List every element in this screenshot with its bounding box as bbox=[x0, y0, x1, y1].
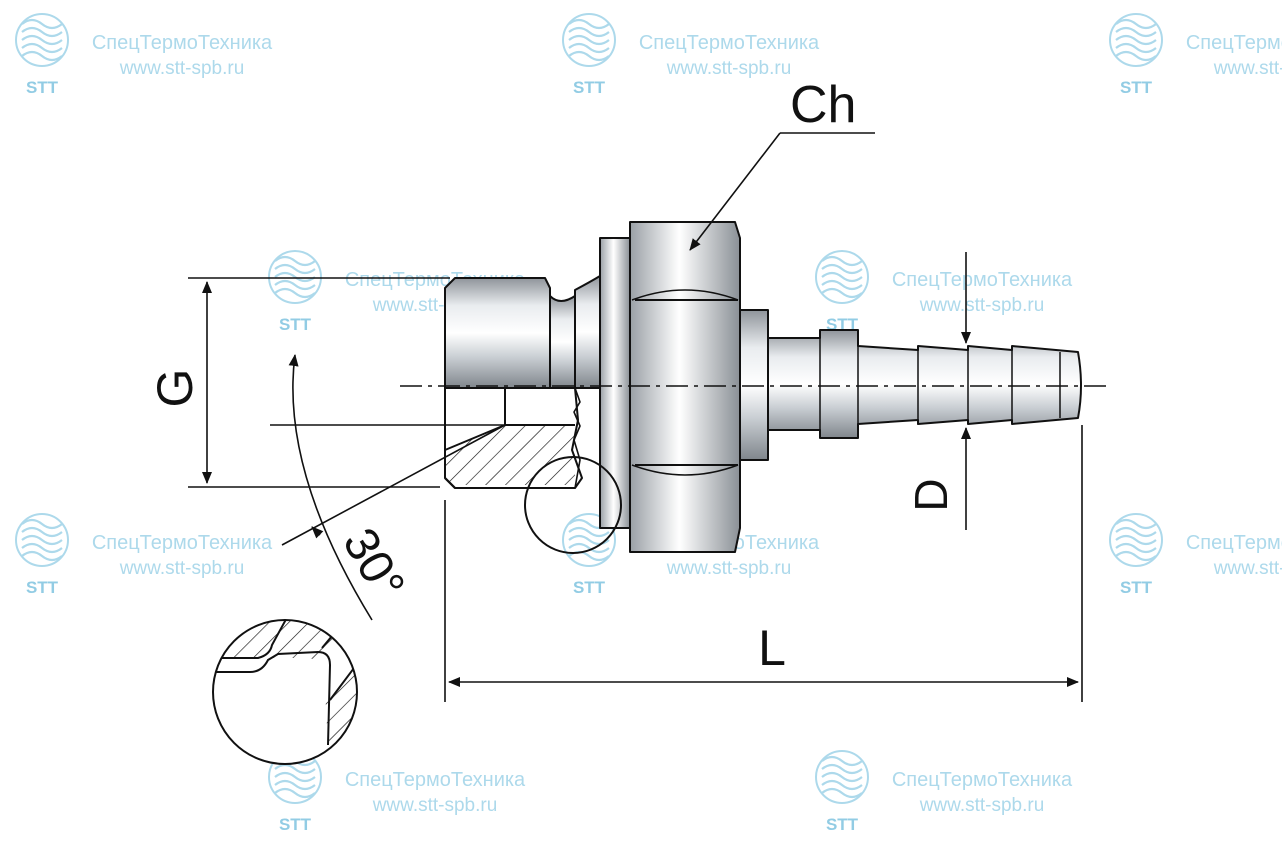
watermark-company: СпецТермоТехника bbox=[1186, 532, 1282, 554]
stt-logo-icon bbox=[1109, 13, 1163, 67]
watermark-group: STTСпецТермоТехникаwww.stt-spb.ruSTTСпец… bbox=[15, 13, 1282, 834]
watermark-url: www.stt-spb.ru bbox=[1213, 558, 1282, 579]
watermark-abbr: STT bbox=[26, 578, 59, 597]
watermark-url: www.stt-spb.ru bbox=[666, 58, 792, 79]
watermark-company: СпецТермоТехника bbox=[892, 269, 1073, 291]
watermark-tile: STT СпецТермоТехника www.stt-spb.ru bbox=[815, 750, 1073, 834]
fitting-body bbox=[444, 221, 1082, 553]
section-view bbox=[444, 387, 583, 489]
watermark-tile: STT СпецТермоТехника www.stt-spb.ru bbox=[15, 513, 273, 597]
watermark-abbr: STT bbox=[573, 78, 606, 97]
stt-logo-icon bbox=[815, 250, 869, 304]
dimension-l-label: L bbox=[758, 620, 786, 676]
dimension-angle-label: 30° bbox=[332, 520, 414, 609]
watermark-abbr: STT bbox=[26, 78, 59, 97]
stt-logo-icon bbox=[15, 13, 69, 67]
thread-nipple bbox=[444, 277, 551, 389]
dimension-ch-label: Ch bbox=[790, 76, 856, 134]
watermark-tile: STT СпецТермоТехника www.stt-spb.ru bbox=[268, 750, 526, 834]
groove bbox=[549, 295, 576, 389]
watermark-company: СпецТермоТехника bbox=[1186, 32, 1282, 54]
watermark-company: СпецТермоТехника bbox=[345, 769, 526, 791]
watermark-url: www.stt-spb.ru bbox=[372, 795, 498, 816]
stt-logo-icon bbox=[1109, 513, 1163, 567]
watermark-tile: STT СпецТермоТехника www.stt-spb.ru bbox=[15, 13, 273, 97]
watermark-abbr: STT bbox=[826, 815, 859, 834]
watermark-company: СпецТермоТехника bbox=[639, 32, 820, 54]
dimension-d-label: D bbox=[905, 478, 957, 511]
dimension-ch bbox=[689, 132, 875, 251]
dimension-g bbox=[188, 277, 450, 488]
watermark-tile: STT СпецТермоТехника www.stt-spb.ru bbox=[562, 13, 820, 97]
watermark-company: СпецТермоТехника bbox=[92, 32, 273, 54]
watermark-abbr: STT bbox=[279, 815, 312, 834]
detail-marker-circle bbox=[524, 456, 622, 554]
stt-logo-icon bbox=[562, 13, 616, 67]
stt-logo-icon bbox=[268, 250, 322, 304]
dimension-l bbox=[444, 425, 1083, 702]
watermark-url: www.stt-spb.ru bbox=[119, 58, 245, 79]
shoulder bbox=[739, 309, 769, 461]
watermark-abbr: STT bbox=[1120, 578, 1153, 597]
detail-view bbox=[212, 619, 358, 765]
hose-tail bbox=[767, 329, 1082, 439]
watermark-company: СпецТермоТехника bbox=[92, 532, 273, 554]
collar bbox=[574, 275, 601, 389]
dimension-g-label: G bbox=[147, 369, 203, 408]
dimension-angle bbox=[270, 354, 506, 621]
watermark-tile: STT СпецТермоТехника www.stt-spb.ru bbox=[1109, 513, 1282, 597]
watermark-url: www.stt-spb.ru bbox=[919, 795, 1045, 816]
watermark-company: СпецТермоТехника bbox=[892, 769, 1073, 791]
watermark-url: www.stt-spb.ru bbox=[666, 558, 792, 579]
stt-logo-icon bbox=[815, 750, 869, 804]
watermark-abbr: STT bbox=[279, 315, 312, 334]
hex-nut bbox=[629, 221, 741, 553]
watermark-abbr: STT bbox=[1120, 78, 1153, 97]
stt-logo-icon bbox=[15, 513, 69, 567]
flange bbox=[599, 237, 631, 529]
watermark-tile: STT СпецТермоТехника www.stt-spb.ru bbox=[1109, 13, 1282, 97]
watermark-url: www.stt-spb.ru bbox=[1213, 58, 1282, 79]
watermark-url: www.stt-spb.ru bbox=[119, 558, 245, 579]
watermark-abbr: STT bbox=[573, 578, 606, 597]
watermark-url: www.stt-spb.ru bbox=[919, 295, 1045, 316]
